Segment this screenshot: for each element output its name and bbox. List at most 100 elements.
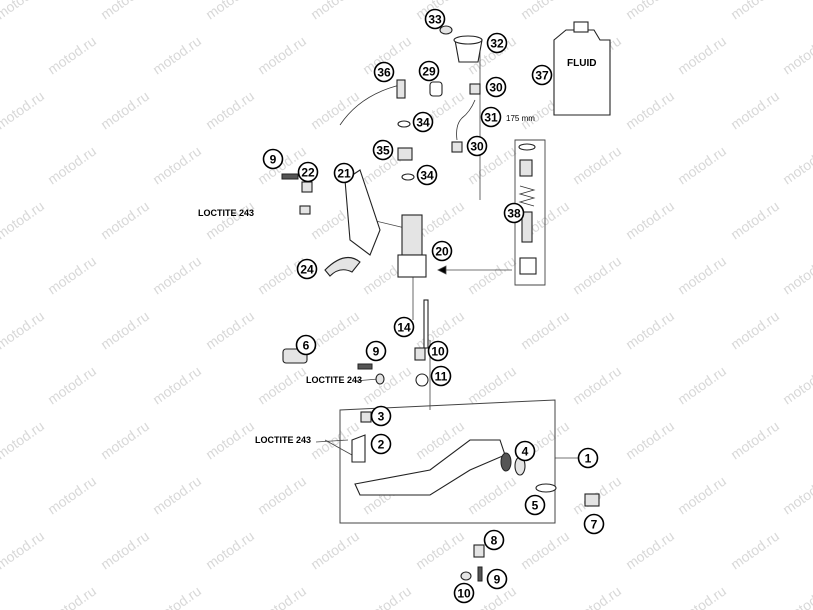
watermark-text: motod.ru [150,253,204,298]
watermark-text: motod.ru [518,308,572,353]
watermark-text: motod.ru [623,198,677,243]
watermark-text: motod.ru [308,528,362,573]
callout-4: 4 [514,440,536,462]
watermark-text: motod.ru [675,473,729,518]
callout-number: 34 [420,169,434,183]
watermark-text: motod.ru [780,583,813,610]
watermark-text: motod.ru [98,0,152,22]
watermark-text: motod.ru [728,528,782,573]
callout-number: 6 [303,339,310,353]
callout-38: 38 [503,202,525,224]
watermark-text: motod.ru [675,363,729,408]
callout-circle [297,161,319,183]
callout-36: 36 [373,61,395,83]
callout-number: 1 [585,452,592,466]
callout-22: 22 [297,161,319,183]
watermark-text: motod.ru [675,583,729,610]
callout-circle [373,61,395,83]
callout-circle [583,513,605,535]
callout-number: 32 [490,37,504,51]
watermark-text: motod.ru [255,33,309,78]
callout-number: 38 [507,207,521,221]
callout-11: 11 [430,365,452,387]
callout-circle [453,582,475,604]
watermark-text: motod.ru [623,308,677,353]
watermark-text: motod.ru [308,0,362,22]
callout-6: 6 [295,334,317,356]
callout-number: 31 [484,111,498,125]
callout-number: 4 [522,445,529,459]
callout-number: 11 [435,370,448,384]
callout-circle [295,334,317,356]
watermark-text: motod.ru [675,33,729,78]
callout-31: 31 [480,106,502,128]
watermark-text: motod.ru [518,0,572,22]
watermark-text: motod.ru [465,473,519,518]
callout-number: 22 [301,166,315,180]
callout-number: 7 [591,518,598,532]
watermark-text: motod.ru [570,253,624,298]
callout-number: 29 [422,65,436,79]
callout-circle [296,258,318,280]
callout-number: 36 [377,66,391,80]
callout-circle [485,76,507,98]
callout-number: 5 [532,499,539,513]
callout-number: 14 [397,321,411,335]
leader-lines [315,40,578,524]
watermark-text: motod.ru [45,33,99,78]
loctite-note-top: LOCTITE 243 [198,208,254,218]
callout-35: 35 [372,139,394,161]
callout-number: 21 [337,167,351,181]
watermark-text: motod.ru [728,0,782,22]
callout-5: 5 [524,494,546,516]
watermark-text: motod.ru [518,528,572,573]
callout-14: 14 [393,316,415,338]
callout-number: 9 [494,573,501,587]
callout-9: 9 [486,568,508,590]
watermark-text: motod.ru [308,88,362,133]
callout-circle [427,340,449,362]
callout-9: 9 [262,148,284,170]
watermark-text: motod.ru [203,0,257,22]
watermark-text: motod.ru [45,363,99,408]
watermark-text: motod.ru [570,143,624,188]
watermark-text: motod.ru [98,88,152,133]
watermark-text: motod.ru [150,33,204,78]
watermark-text: motod.ru [413,528,467,573]
watermark-text: motod.ru [570,583,624,610]
callout-3: 3 [370,405,392,427]
callout-circle [514,440,536,462]
callout-circle [365,340,387,362]
callout-1: 1 [577,447,599,469]
watermark-text: motod.ru [203,418,257,463]
watermark-text: motod.ru [0,88,47,133]
callout-32: 32 [486,32,508,54]
watermark-text: motod.ru [150,143,204,188]
watermark-text: motod.ru [623,0,677,22]
watermark-text: motod.ru [623,528,677,573]
callout-circle [486,32,508,54]
watermark-text: motod.ru [780,33,813,78]
watermark-text: motod.ru [45,143,99,188]
watermark-text: motod.ru [675,143,729,188]
watermark-text: motod.ru [203,198,257,243]
watermark-text: motod.ru [255,583,309,610]
callout-number: 2 [378,438,385,452]
callout-20: 20 [431,240,453,262]
callout-number: 37 [535,69,549,83]
callout-30: 30 [466,135,488,157]
callout-number: 34 [416,116,430,130]
callout-circle [480,106,502,128]
watermark-text: motod.ru [728,418,782,463]
callout-number: 24 [300,263,314,277]
callout-circle [486,568,508,590]
watermark-text: motod.ru [255,473,309,518]
watermark-text: motod.ru [623,418,677,463]
callout-24: 24 [296,258,318,280]
watermark-text: motod.ru [675,253,729,298]
callout-number: 9 [270,153,277,167]
watermark-text: motod.ru [780,143,813,188]
watermark-text: motod.ru [623,88,677,133]
